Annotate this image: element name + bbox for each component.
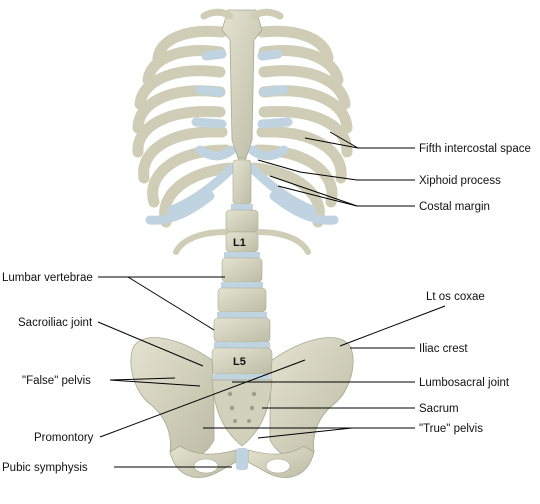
label-lumbosacral-joint: Lumbosacral joint — [419, 377, 510, 389]
label-promontory: Promontory — [34, 432, 94, 444]
label-sacroiliac-joint: Sacroiliac joint — [18, 317, 93, 329]
label-iliac-crest: Iliac crest — [419, 343, 468, 355]
left-os-coxae — [269, 337, 354, 460]
right-os-coxae — [130, 337, 215, 460]
label-sacrum: Sacrum — [419, 403, 459, 415]
vertebra-label-l1: L1 — [233, 237, 246, 249]
label-lumbar-vertebrae: Lumbar vertebrae — [2, 272, 93, 284]
label-false-pelvis: "False" pelvis — [22, 375, 91, 387]
rib-cage — [132, 8, 353, 255]
label-true-pelvis: "True" pelvis — [419, 423, 483, 435]
label-fifth-intercostal-space: Fifth intercostal space — [419, 143, 531, 155]
lumbar-spine — [211, 159, 273, 380]
leader-lines — [97, 131, 446, 468]
label-pubic-symphysis: Pubic symphysis — [2, 462, 88, 474]
vertebra-label-l5: L5 — [233, 356, 246, 368]
sacrum-bone — [211, 379, 273, 447]
pubic-symphysis-cartilage — [236, 448, 248, 470]
label-costal-margin: Costal margin — [419, 201, 490, 213]
sternum — [221, 9, 263, 159]
pelvis — [130, 337, 354, 478]
label-xiphoid-process: Xiphoid process — [419, 175, 501, 187]
label-lt-os-coxae: Lt os coxae — [426, 291, 485, 303]
